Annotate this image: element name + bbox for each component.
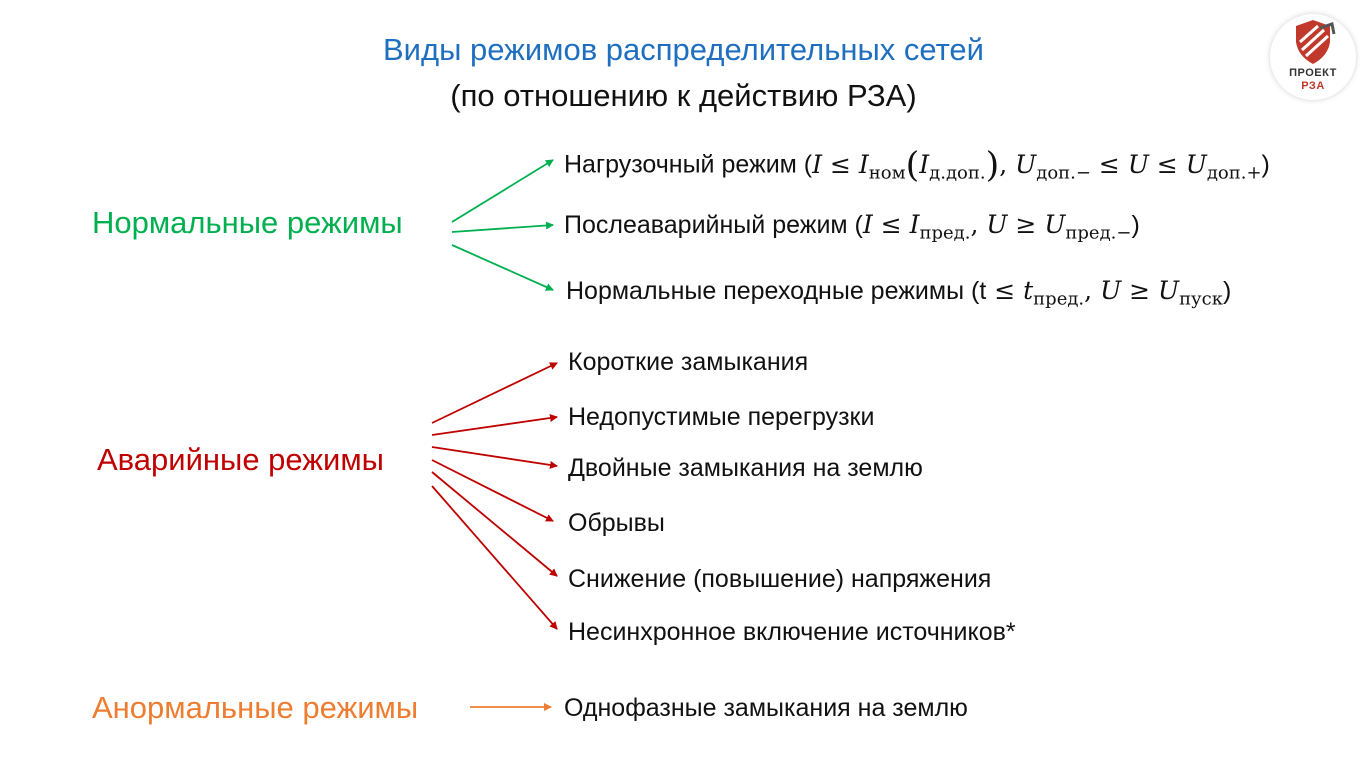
emergency-item: Недопустимые перегрузки [568, 403, 875, 431]
logo-text-bottom: РЗА [1301, 80, 1325, 92]
shield-icon [1296, 20, 1336, 64]
category-abnormal: Анормальные режимы [92, 690, 419, 725]
normal-item-postfault: Послеаварийный режим (I ≤ Iпред., U ≥ Uп… [564, 210, 1140, 244]
logo: ПРОЕКТ РЗА [1270, 14, 1356, 100]
arrow-normal-load [451, 159, 554, 223]
arrow-emergency-6 [431, 485, 558, 630]
emergency-item: Двойные замыкания на землю [568, 454, 923, 482]
page-subtitle: (по отношению к действию РЗА) [450, 78, 917, 113]
page-title: Виды режимов распределительных сетей [382, 32, 984, 67]
normal-item-transient: Нормальные переходные режимы (t ≤ tпред.… [566, 276, 1232, 310]
abnormal-item: Однофазные замыкания на землю [564, 694, 968, 722]
arrow-emergency-1 [431, 362, 558, 424]
arrow-emergency-3 [431, 446, 558, 469]
arrow-emergency-4 [431, 459, 554, 522]
emergency-item: Обрывы [568, 509, 665, 537]
category-emergency: Аварийные режимы [97, 442, 384, 477]
emergency-item: Короткие замыкания [568, 348, 809, 376]
arrow-normal-postfault [451, 221, 554, 233]
normal-item-load: Нагрузочный режим (I ≤ Iном(Iд.доп.), Uд… [564, 145, 1270, 185]
arrow-emergency-2 [431, 414, 558, 436]
arrow-normal-transient [451, 244, 554, 291]
emergency-item: Несинхронное включение источников* [568, 618, 1016, 646]
emergency-item: Снижение (повышение) напряжения [568, 565, 992, 593]
arrow-emergency-5 [431, 471, 558, 577]
category-normal: Нормальные режимы [92, 205, 403, 240]
logo-text-top: ПРОЕКТ [1289, 67, 1337, 79]
